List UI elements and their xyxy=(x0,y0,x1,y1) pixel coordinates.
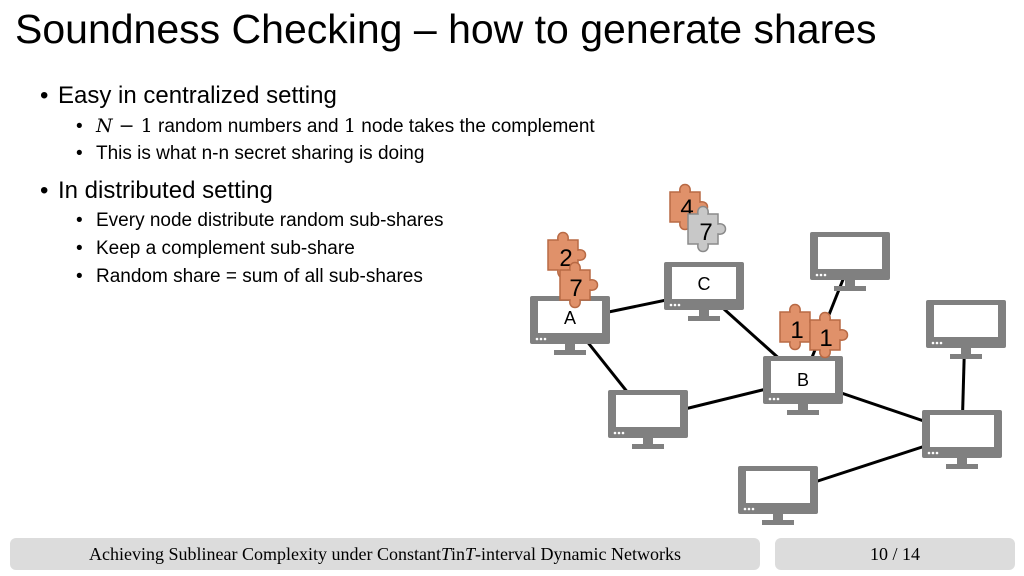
puzzle-piece-b-right: 1 xyxy=(809,311,849,359)
sub-bullet-n-minus-1: •N − 1 random numbers and 1 node takes t… xyxy=(76,115,595,137)
computer-node-b: B xyxy=(763,356,843,415)
puzzle-piece-a-bottom: 7 xyxy=(559,261,599,309)
svg-text:7: 7 xyxy=(699,219,712,246)
footer-title: Achieving Sublinear Complexity under Con… xyxy=(10,538,760,570)
svg-text:1: 1 xyxy=(790,317,803,344)
node-label-a: A xyxy=(564,308,576,328)
sub-bullet-distribute: •Every node distribute random sub-shares xyxy=(76,210,444,231)
computer-node xyxy=(922,410,1002,469)
sub-bullet-secret-sharing: •This is what n-n secret sharing is doin… xyxy=(76,143,425,164)
page-number: 10 / 14 xyxy=(775,538,1015,570)
puzzle-piece-a-top: 2 xyxy=(547,231,587,279)
computer-node xyxy=(608,390,688,449)
svg-text:2: 2 xyxy=(559,245,572,272)
puzzle-piece-c-gray: 7 xyxy=(687,205,727,253)
bullet-centralized: •Easy in centralized setting xyxy=(40,82,337,109)
bullet-text: In distributed setting xyxy=(58,177,273,204)
sub-bullet-sum: •Random share = sum of all sub-shares xyxy=(76,266,423,287)
slide-title: Soundness Checking – how to generate sha… xyxy=(15,6,877,52)
svg-text:7: 7 xyxy=(569,275,582,302)
bullet-distributed: •In distributed setting xyxy=(40,177,273,204)
computer-node-a: A xyxy=(530,296,610,355)
computer-node xyxy=(738,466,818,525)
computer-node xyxy=(810,232,890,291)
svg-text:1: 1 xyxy=(819,325,832,352)
computer-node-c: C xyxy=(664,262,744,321)
node-label-b: B xyxy=(797,370,809,390)
sub-bullet-complement: •Keep a complement sub-share xyxy=(76,238,355,259)
node-label-c: C xyxy=(698,274,711,294)
bullet-text: Easy in centralized setting xyxy=(58,82,337,109)
puzzle-piece-b-left: 1 xyxy=(779,303,819,351)
computer-node xyxy=(926,300,1006,359)
